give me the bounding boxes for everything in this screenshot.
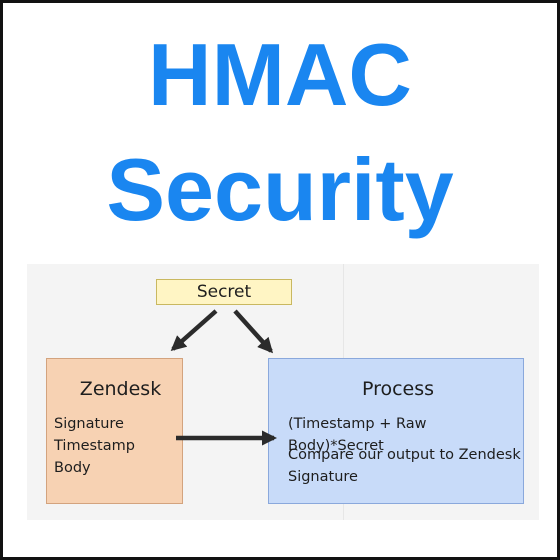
process-step-hash: (Timestamp + Raw Body)*Secret <box>288 416 427 454</box>
diagram-canvas: Secret Zendesk Signature Timestamp Body … <box>27 264 539 520</box>
title-line-2: Security <box>106 140 454 239</box>
secret-node: Secret <box>156 279 292 305</box>
process-title: Process <box>361 378 435 400</box>
zendesk-item-body: Body <box>54 460 91 476</box>
secret-label: Secret <box>196 282 252 302</box>
zendesk-title: Zendesk <box>79 378 162 400</box>
arrow-secret-to-process <box>233 309 274 354</box>
arrow-secret-to-zendesk <box>170 309 218 352</box>
title-line-1: HMAC <box>148 25 412 124</box>
process-node: Process (Timestamp + Raw Body)*Secret Co… <box>268 358 524 504</box>
zendesk-item-signature: Signature <box>54 416 124 432</box>
zendesk-items: Signature Timestamp Body <box>54 413 135 479</box>
diagram-arrows <box>170 309 278 446</box>
zendesk-node: Zendesk Signature Timestamp Body <box>46 358 183 504</box>
zendesk-item-timestamp: Timestamp <box>54 438 135 454</box>
process-step-compare: Compare our output to Zendesk Signature <box>288 447 521 485</box>
